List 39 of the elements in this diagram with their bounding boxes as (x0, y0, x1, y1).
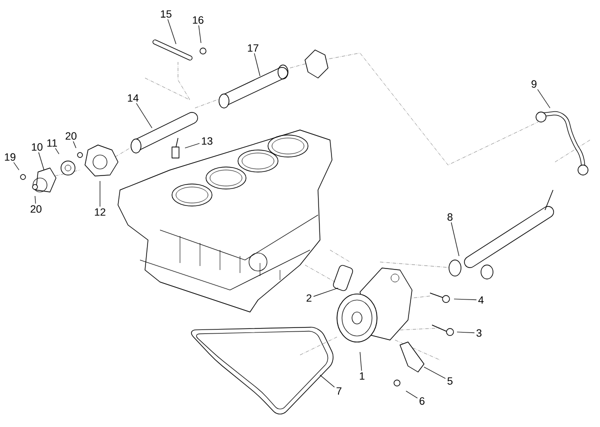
callout-number: 16 (192, 16, 204, 24)
leader-line (406, 390, 418, 398)
leader-line (38, 152, 44, 170)
callout-number: 20 (66, 132, 76, 140)
leader-line (454, 298, 477, 300)
leader-line (360, 352, 362, 372)
callout-number: 5 (448, 377, 452, 385)
callout-number: 9 (532, 80, 536, 88)
callout-number: 8 (448, 213, 452, 221)
callout-number: 17 (248, 44, 258, 52)
callout-number: 4 (478, 296, 484, 304)
leader-line (450, 222, 460, 256)
callout-number: 20 (30, 205, 42, 213)
callout-number: 14 (128, 94, 139, 102)
callout-number: 3 (476, 329, 482, 337)
leader-line (198, 25, 202, 44)
leader-line (13, 162, 20, 170)
leader-line (320, 374, 335, 388)
callout-number: 19 (4, 153, 16, 161)
leader-line (136, 102, 152, 128)
leader-line (72, 141, 76, 148)
leader-line (313, 288, 338, 297)
leader-line (456, 332, 475, 334)
callout-number: 11 (47, 139, 57, 147)
callout-number: 7 (336, 387, 342, 395)
callout-number: 1 (360, 372, 364, 380)
leader-line (184, 143, 200, 148)
callout-number: 10 (32, 143, 42, 151)
leader-line (254, 52, 260, 76)
callout-number: 15 (160, 10, 172, 18)
leader-line (55, 148, 60, 154)
callout-number: 12 (94, 208, 106, 216)
callout-number: 13 (202, 137, 212, 145)
leader-line (537, 89, 550, 108)
callout-number: 6 (420, 397, 424, 405)
leader-line (167, 19, 176, 44)
leader-line (424, 366, 446, 379)
leader-line (34, 196, 36, 204)
callout-number: 2 (306, 294, 312, 302)
